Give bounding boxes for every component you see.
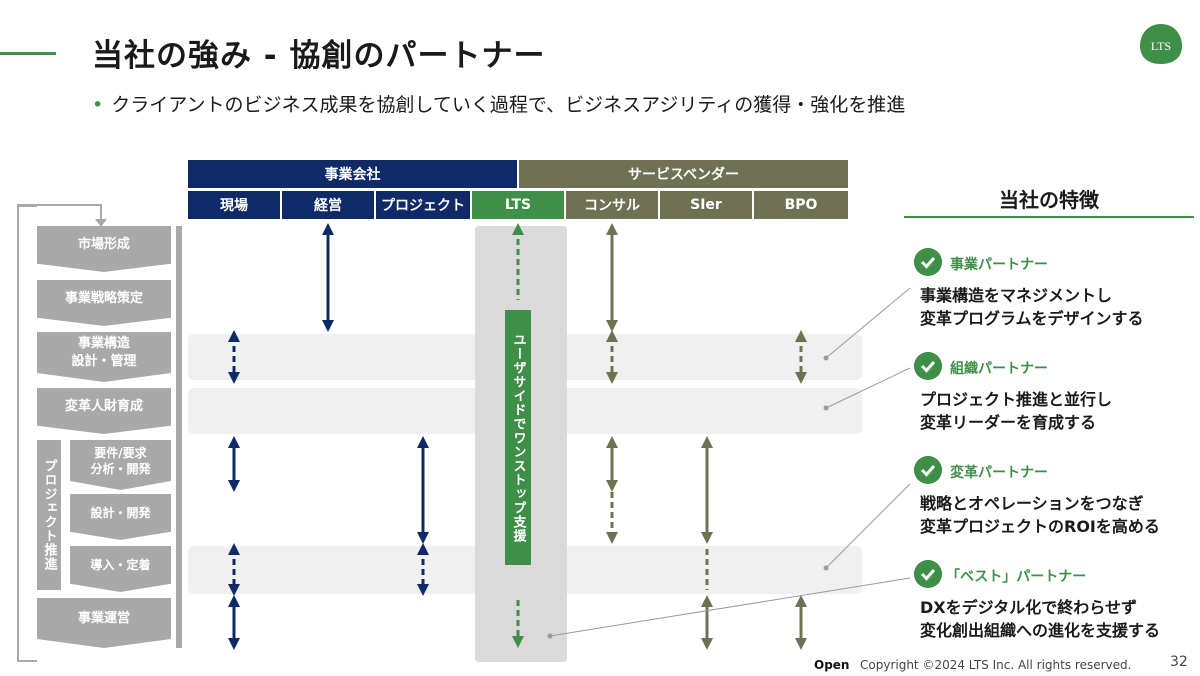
phase-introduction: 導入・定着 (70, 546, 171, 592)
phase-structure-label-2: 設計・管理 (71, 354, 137, 369)
feature-desc-business-2: 変革プログラムをデザインする (920, 309, 1144, 329)
lts-one-stop-support: ユーザサイドでワンストップ支援 (505, 310, 531, 565)
column-header-lts: LTS (472, 191, 564, 219)
feature-desc-transformation-2: 変革プロジェクトのROIを高める (920, 517, 1160, 537)
feature-desc-business-1: 事業構造をマネジメントし (920, 286, 1113, 305)
check-icon (914, 456, 942, 484)
phase-design-development: 設計・開発 (70, 494, 171, 540)
feature-desc-business: 事業構造をマネジメントし変革プログラムをデザインする (920, 284, 1144, 330)
phase-business-structure: 事業構造設計・管理 (37, 332, 171, 382)
phase-market-formation: 市場形成 (37, 226, 171, 272)
phase-separator-bar (176, 226, 182, 648)
phase-strategy-label: 事業戦略策定 (64, 291, 143, 307)
group-header-vendor: サービスベンダー (519, 160, 848, 188)
cycle-loop-line (17, 205, 37, 662)
phase-business-strategy: 事業戦略策定 (37, 280, 171, 326)
column-header-project: プロジェクト (376, 191, 470, 219)
features-heading-rule (904, 216, 1194, 218)
subtitle-bullet: • クライアントのビジネス成果を協創していく過程で、ビジネスアジリティの獲得・強化… (92, 90, 905, 117)
column-header-sier: SIer (660, 191, 752, 219)
column-header-field: 現場 (188, 191, 280, 219)
feature-desc-best-2: 変化創出組織への進化を支援する (920, 621, 1161, 641)
bullet-dot-icon: • (92, 94, 104, 116)
feature-desc-organization-1: プロジェクト推進と並行し (920, 390, 1113, 409)
features-heading: 当社の特徴 (999, 188, 1099, 212)
phase-intro-label: 導入・定着 (90, 557, 151, 572)
column-header-management: 経営 (282, 191, 374, 219)
feature-desc-transformation-1: 戦略とオペレーションをつなぎ (920, 494, 1144, 513)
phase-talent-development: 変革人財育成 (37, 388, 171, 434)
page-number: 32 (1170, 654, 1188, 670)
check-icon (914, 248, 942, 276)
company-logo: LTS (1140, 24, 1182, 64)
phase-design-label: 設計・開発 (90, 505, 151, 520)
column-header-consulting: コンサル (566, 191, 658, 219)
feature-desc-organization: プロジェクト推進と並行し変革リーダーを育成する (920, 388, 1112, 434)
cycle-loop-arrow-icon (17, 204, 107, 227)
classification-label: Open (814, 658, 850, 672)
check-icon (914, 560, 942, 588)
page-title: 当社の強み - 協創のパートナー (92, 38, 546, 74)
feature-desc-best-1: DXをデジタル化で終わらせず (920, 598, 1137, 617)
feature-label-best: 「ベスト」パートナー (946, 569, 1087, 585)
logo-text: LTS (1151, 39, 1171, 53)
phase-business-operation: 事業運営 (37, 598, 171, 648)
phase-talent-label: 変革人財育成 (64, 399, 143, 415)
feature-desc-transformation: 戦略とオペレーションをつなぎ変革プロジェクトのROIを高める (920, 492, 1160, 538)
bullet-text: クライアントのビジネス成果を協創していく過程で、ビジネスアジリティの獲得・強化を… (111, 94, 906, 116)
copyright-text: Copyright ©2024 LTS Inc. All rights rese… (860, 658, 1132, 672)
phase-structure-label-1: 事業構造 (77, 336, 130, 352)
group-header-client: 事業会社 (188, 160, 517, 188)
feature-desc-organization-2: 変革リーダーを育成する (920, 413, 1097, 433)
phase-req-label-2: 分析・開発 (90, 462, 151, 476)
phase-req-label-1: 要件/要求 (94, 445, 147, 460)
check-icon (914, 352, 942, 380)
feature-label-organization: 組織パートナー (950, 361, 1048, 377)
phase-requirements: 要件/要求分析・開発 (70, 440, 171, 490)
phase-project-promotion: プロジェクト推進 (37, 440, 61, 590)
title-accent-line (0, 52, 56, 55)
phase-operation-label: 事業運営 (77, 611, 130, 627)
phase-market-label: 市場形成 (77, 237, 130, 253)
feature-label-transformation: 変革パートナー (950, 465, 1048, 481)
column-header-bpo: BPO (754, 191, 848, 219)
feature-desc-best: DXをデジタル化で終わらせず変化創出組織への進化を支援する (920, 596, 1160, 642)
feature-label-business: 事業パートナー (950, 257, 1048, 273)
